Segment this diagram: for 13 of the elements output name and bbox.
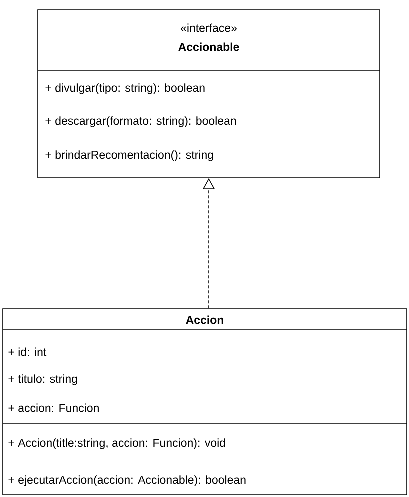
class-box bbox=[2, 308, 408, 496]
method-text: + descargar(formato: string): boolean bbox=[46, 116, 236, 128]
method-text: + divulgar(tipo: string): boolean bbox=[46, 84, 205, 94]
attribute-text: + titulo: string bbox=[8, 374, 78, 386]
stereotype-label: «interface» bbox=[181, 24, 237, 32]
class-name: Accionable bbox=[178, 42, 240, 52]
class-box bbox=[38, 10, 380, 178]
class-name: Accion bbox=[186, 316, 224, 324]
method-text: + ejecutarAccion(accion: Accionable): boolean bbox=[8, 476, 246, 486]
attribute-text: + accion: Funcion bbox=[8, 404, 99, 412]
attribute-text: + id: int bbox=[8, 348, 47, 356]
method-text: + Accion(title:string, accion: Funcion): void bbox=[8, 438, 226, 450]
method-text: + brindarRecomentacion(): string bbox=[46, 150, 214, 162]
